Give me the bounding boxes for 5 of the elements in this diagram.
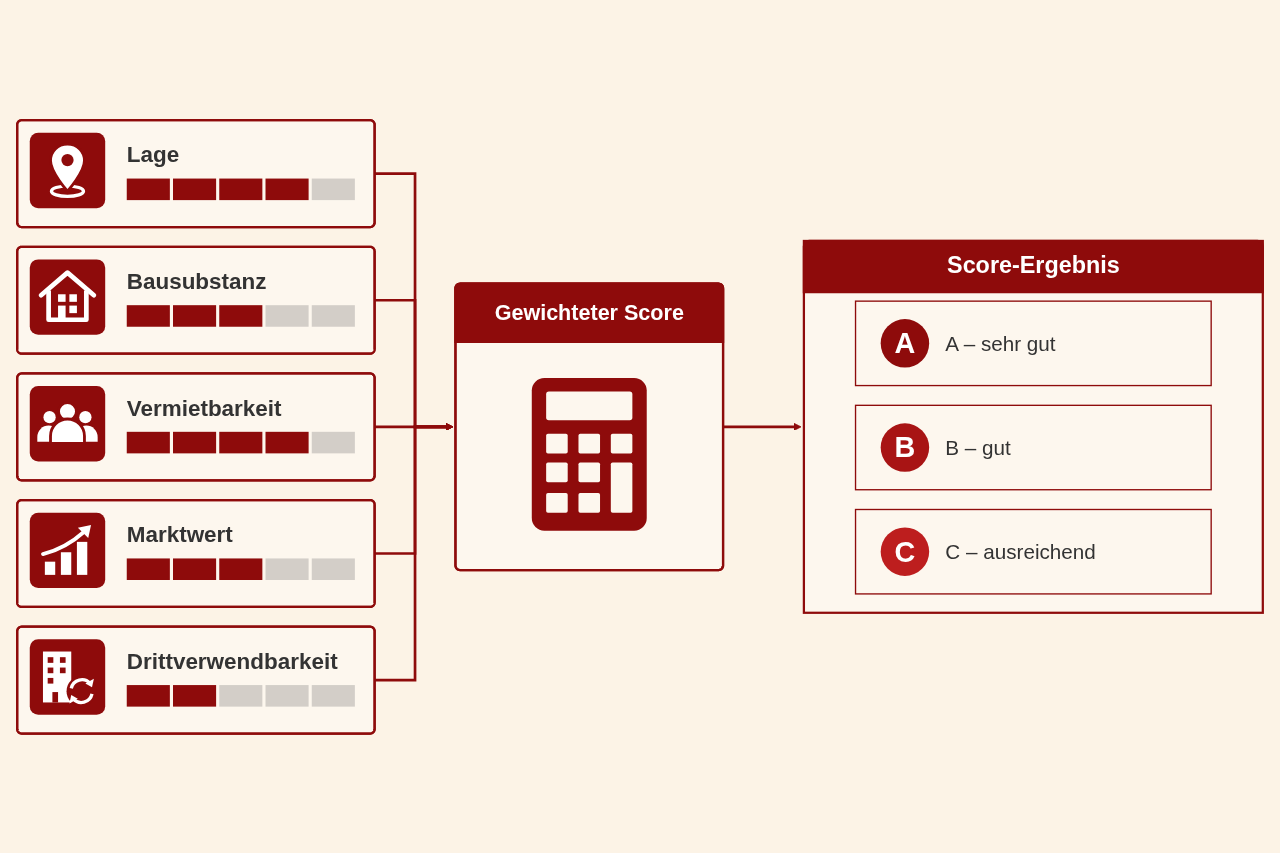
node-box: B B – gut [854, 404, 1212, 491]
node-box: C C – ausreichend [854, 508, 1212, 595]
arrow [723, 422, 802, 431]
arrow [374, 422, 454, 682]
node-box: A A – sehr gut [854, 300, 1212, 386]
